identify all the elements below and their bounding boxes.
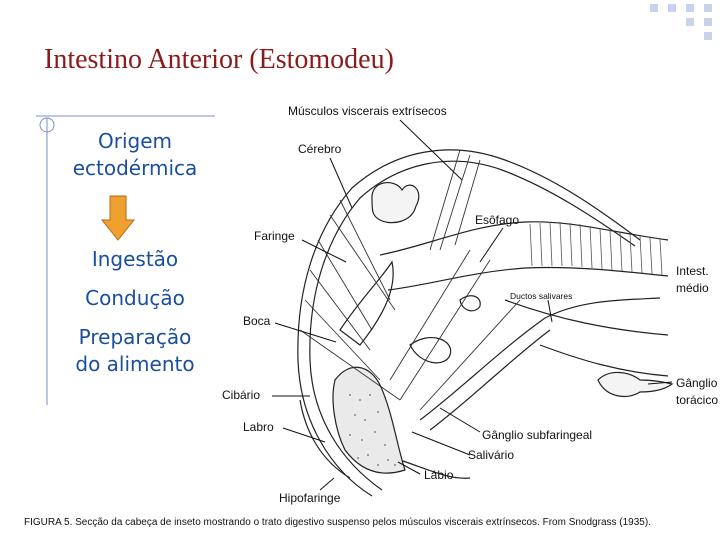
label-faringe: Faringe xyxy=(254,229,295,243)
label-salivario: Salivário xyxy=(468,448,515,462)
hypopharynx-shape xyxy=(332,366,406,474)
label-ductos: Ductos salivares xyxy=(510,291,573,301)
leader-lines xyxy=(272,119,673,491)
label-hipofaringe: Hipofaringe xyxy=(279,491,341,505)
salivary-duct xyxy=(419,297,661,421)
label-labro: Labro xyxy=(243,420,274,434)
labrum xyxy=(299,399,351,479)
thoracic-ganglion-shape xyxy=(597,371,674,398)
origin-line2: ectodérmica xyxy=(72,156,198,180)
origin-heading: Origem ectodérmica xyxy=(60,128,210,182)
function-item-alimento: do alimento xyxy=(75,352,195,376)
label-cerebro: Cérebro xyxy=(298,142,342,156)
pharynx xyxy=(339,260,394,346)
label-labio: Lábio xyxy=(424,468,454,482)
function-item-preparacao: Preparação xyxy=(78,325,192,349)
down-arrow-icon xyxy=(100,195,136,241)
label-subfaringeal: Gânglio subfaringeal xyxy=(482,428,593,442)
label-musculos: Músculos viscerais extrísecos xyxy=(288,104,447,118)
label-esofago: Esôfago xyxy=(475,213,520,227)
brain-shape xyxy=(371,182,420,224)
label-intest: Intest. xyxy=(676,264,709,278)
function-item-ingestao: Ingestão xyxy=(91,247,179,271)
figure-caption: FIGURA 5. Secção da cabeça de inseto mos… xyxy=(24,517,651,528)
esophagus-tube xyxy=(379,221,669,256)
guide-lines-decoration xyxy=(36,115,215,405)
function-item-conducao: Condução xyxy=(85,286,185,310)
label-medio: médio xyxy=(676,281,709,295)
label-toracico: torácico xyxy=(676,393,719,407)
label-ganglio: Gânglio xyxy=(676,376,718,390)
label-cibario: Cibário xyxy=(222,388,261,402)
visceral-muscles xyxy=(299,149,521,411)
corner-dots-decoration xyxy=(650,4,712,40)
labium xyxy=(399,459,471,479)
origin-line1: Origem xyxy=(97,129,172,153)
slide-title: Intestino Anterior (Estomodeu) xyxy=(44,44,394,75)
head-capsule-outline xyxy=(297,149,641,497)
function-list: Ingestão Condução Preparação do alimento xyxy=(60,246,210,378)
label-boca: Boca xyxy=(243,314,271,328)
insect-head-diagram xyxy=(297,149,674,497)
